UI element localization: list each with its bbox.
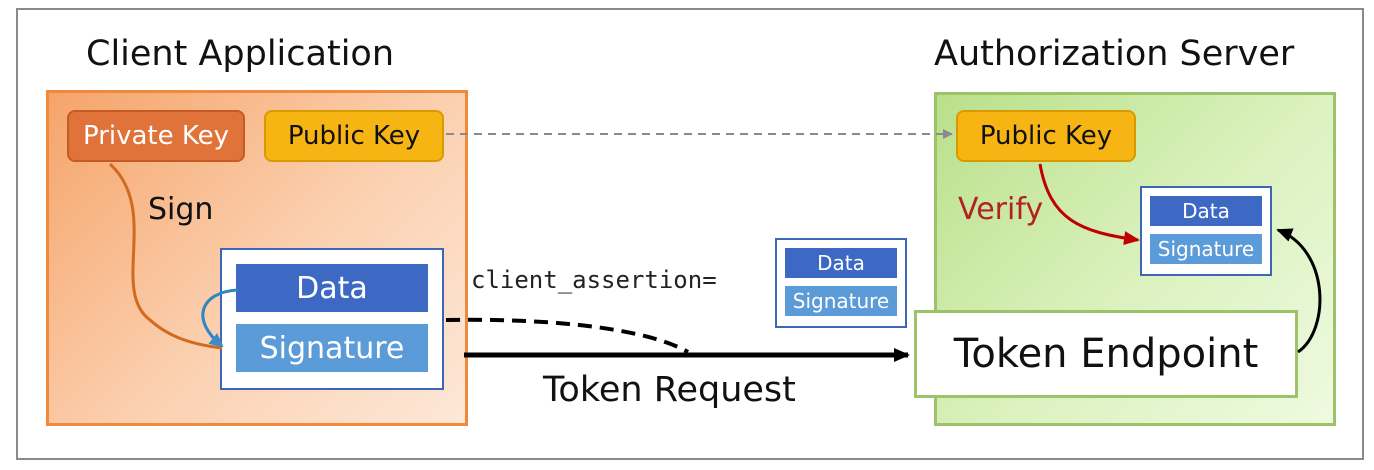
jwt-signature-cell: Signature xyxy=(236,324,428,372)
client-signed-jwt: Data Signature xyxy=(220,248,444,390)
client-title: Client Application xyxy=(86,34,395,74)
private-key-box: Private Key xyxy=(67,110,245,162)
token-request-label: Token Request xyxy=(543,370,796,410)
token-endpoint: Token Endpoint xyxy=(914,310,1298,398)
server-signature-cell: Signature xyxy=(1150,234,1262,264)
jwt-data-cell: Data xyxy=(236,264,428,312)
server-received-jwt: Data Signature xyxy=(1140,186,1272,276)
assertion-signature-cell: Signature xyxy=(785,286,897,316)
client-assertion-label: client_assertion= xyxy=(471,266,717,294)
client-public-key-box: Public Key xyxy=(264,110,444,162)
server-public-key-box: Public Key xyxy=(956,110,1136,162)
server-data-cell: Data xyxy=(1150,196,1262,226)
sign-label: Sign xyxy=(148,192,214,227)
assertion-jwt: Data Signature xyxy=(775,238,907,328)
assertion-data-cell: Data xyxy=(785,248,897,278)
verify-label: Verify xyxy=(958,192,1044,227)
server-title: Authorization Server xyxy=(934,34,1295,74)
